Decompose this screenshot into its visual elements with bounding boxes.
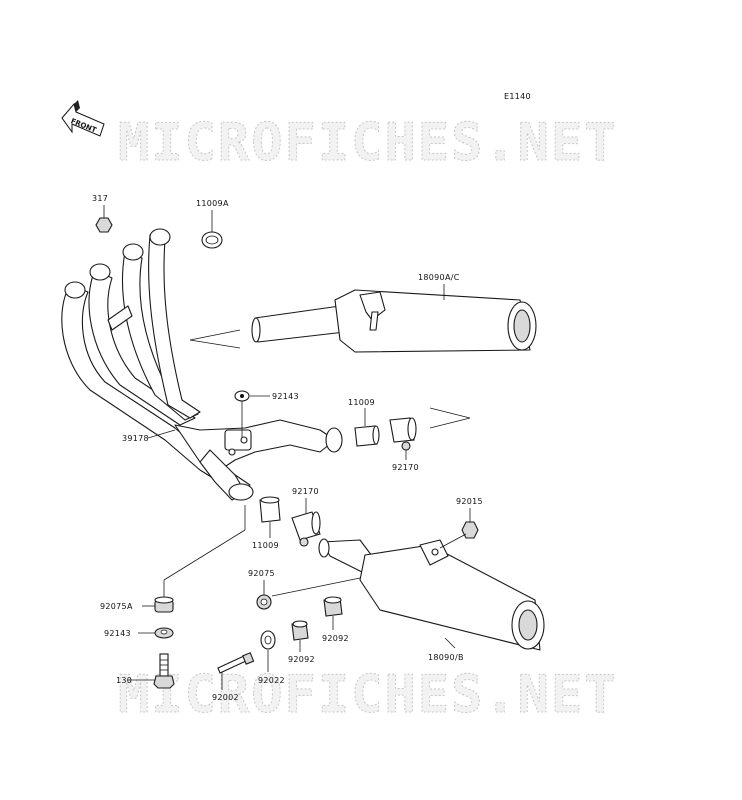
label-92015: 92015 [456,497,483,506]
label-18090ac: 18090A/C [418,273,460,282]
label-92092-left: 92092 [288,655,315,664]
nut-317 [95,217,113,233]
label-39178: 39178 [122,434,149,443]
label-92075: 92075 [248,569,275,578]
label-92143-upper: 92143 [272,392,299,401]
washer-92143-lower [154,627,174,639]
clamp-92170-upper [389,417,417,451]
label-130: 130 [116,676,132,685]
label-317: 317 [92,194,108,203]
label-92170-lower: 92170 [292,487,319,496]
front-arrow-icon: FRONT [61,100,105,137]
diagram-code: E1140 [504,92,531,101]
label-11009-upper: 11009 [348,398,375,407]
muffler-upper [251,289,537,353]
collar-92092-right [323,596,343,617]
label-92002: 92002 [212,693,239,702]
bolt-92002 [217,652,255,674]
grommet-92075a [154,596,174,613]
label-18090b: 18090/B [428,653,464,662]
clamp-92170-lower [291,511,321,547]
label-11009a-gasket: 11009A [196,199,229,208]
bolt-130 [153,653,175,689]
label-92170-upper: 92170 [392,463,419,472]
label-92143-lower: 92143 [104,629,131,638]
header-pipes [61,228,343,501]
watermark-bottom: MICROFICHES.NET [118,665,618,725]
label-92092-right: 92092 [322,634,349,643]
nut-92015 [461,521,479,539]
label-92022: 92022 [258,676,285,685]
watermark-top: MICROFICHES.NET [118,113,618,173]
label-11009-lower: 11009 [252,541,279,550]
muffler-lower [318,538,545,651]
collar-92092-left [291,620,309,641]
label-92075a: 92075A [100,602,133,611]
